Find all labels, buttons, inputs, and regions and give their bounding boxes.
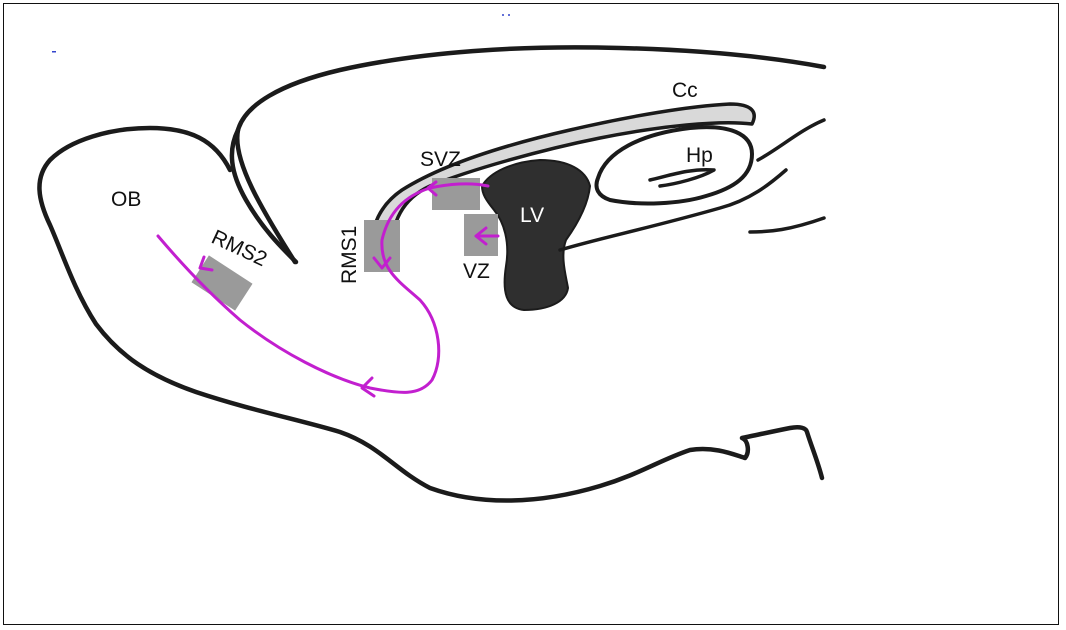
label-rms1: RMS1: [338, 226, 361, 284]
label-hp: Hp: [686, 144, 713, 167]
dot-artifact: [502, 14, 504, 16]
label-vz: VZ: [463, 260, 490, 283]
label-lv: LV: [520, 204, 544, 227]
migration-path: [158, 184, 488, 393]
cortex-edge: [750, 218, 824, 232]
cortex-edge: [758, 120, 824, 160]
hippocampus: [597, 127, 753, 203]
label-cc: Cc: [672, 79, 698, 102]
label-ob: OB: [111, 188, 141, 211]
dot-artifact: [508, 14, 510, 16]
label-svz: SVZ: [420, 148, 461, 171]
dash-artifact: [52, 51, 56, 53]
